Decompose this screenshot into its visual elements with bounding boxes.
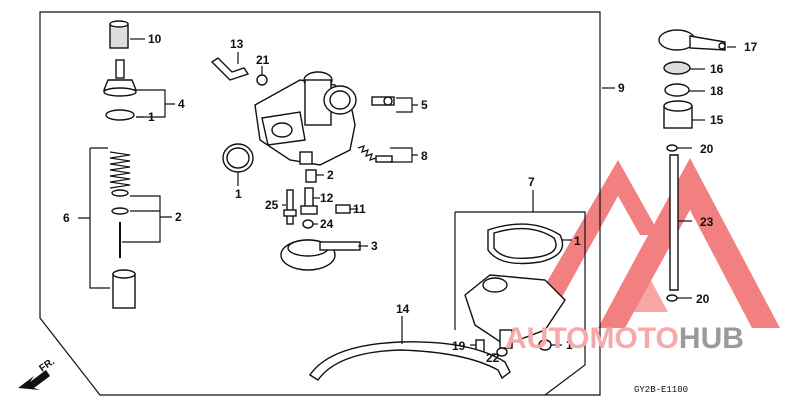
watermark-text: AUTOMOTOHUB — [505, 322, 744, 356]
watermark-auto: AUTOMOTO — [505, 322, 679, 355]
callout-1-gasket: 1 — [574, 234, 581, 248]
callout-23: 23 — [700, 215, 714, 229]
drain-screw-part — [496, 347, 508, 357]
top-gasket-part — [105, 109, 135, 121]
callout-10: 10 — [148, 32, 162, 46]
callout-1-right: 1 — [566, 338, 573, 352]
needle-clip-part — [111, 189, 129, 197]
callout-20-top: 20 — [700, 142, 714, 156]
tube-clip-top-part — [666, 144, 678, 152]
diagram-code: GY2B-E1100 — [634, 385, 688, 395]
watermark-logo-mark — [520, 158, 780, 328]
choke-lever-part — [658, 29, 726, 51]
carburetor-body-part — [254, 71, 357, 166]
callout-24: 24 — [320, 217, 334, 231]
callout-14: 14 — [396, 302, 410, 316]
choke-nut-part — [664, 83, 690, 97]
callout-18: 18 — [710, 84, 724, 98]
screw-set-part — [371, 96, 395, 106]
callout-9: 9 — [618, 81, 625, 95]
slow-jet-part — [335, 204, 351, 214]
callout-4: 4 — [178, 97, 185, 111]
callout-3: 3 — [371, 239, 378, 253]
callout-1-carb: 1 — [235, 187, 242, 201]
top-cap-part — [102, 59, 138, 97]
callout-16: 16 — [710, 62, 724, 76]
callout-15: 15 — [710, 113, 724, 127]
overflow-tube-part — [309, 341, 511, 381]
callout-25: 25 — [265, 198, 279, 212]
main-jet-part — [305, 169, 317, 183]
clip-part — [256, 74, 268, 86]
needle-jet-part — [300, 187, 318, 215]
callout-12: 12 — [320, 191, 334, 205]
callout-7: 7 — [528, 175, 535, 189]
callout-2-jet: 2 — [327, 168, 334, 182]
choke-valve-part — [663, 100, 693, 129]
vent-tube-part — [210, 57, 250, 81]
float-part — [280, 239, 361, 271]
callout-20-bottom: 20 — [696, 292, 710, 306]
callout-22: 22 — [486, 351, 500, 365]
callout-5: 5 — [421, 98, 428, 112]
slide-cap-part — [109, 20, 129, 49]
callout-8: 8 — [421, 149, 428, 163]
jet-holder-part — [283, 189, 297, 225]
tube-clip-bottom-part — [666, 294, 678, 302]
callout-labels: 10 4 1 6 2 13 21 5 8 1 2 25 12 11 24 3 9… — [37, 32, 757, 395]
callout-1-top: 1 — [148, 110, 155, 124]
float-bowl-part — [464, 274, 566, 349]
front-label: FR. — [37, 356, 57, 374]
outer-boundary — [39, 11, 601, 396]
float-bowl-box — [454, 211, 586, 396]
front-arrow-icon — [18, 370, 50, 390]
callout-19: 19 — [452, 339, 466, 353]
callout-21: 21 — [256, 53, 270, 67]
watermark-hub: HUB — [678, 322, 744, 355]
callout-2-main: 2 — [175, 210, 182, 224]
air-screw-part — [357, 145, 393, 163]
washer-part — [302, 219, 314, 229]
drain-tube-part — [669, 154, 679, 291]
callout-13: 13 — [230, 37, 244, 51]
throttle-spring-part — [109, 151, 131, 189]
needle-clip-2-part — [111, 207, 129, 215]
callout-6: 6 — [63, 211, 70, 225]
callout-11: 11 — [353, 202, 366, 216]
bowl-gasket-part — [487, 223, 564, 265]
choke-cap-part — [663, 61, 691, 75]
callout-17: 17 — [744, 40, 758, 54]
throttle-valve-part — [112, 269, 136, 309]
